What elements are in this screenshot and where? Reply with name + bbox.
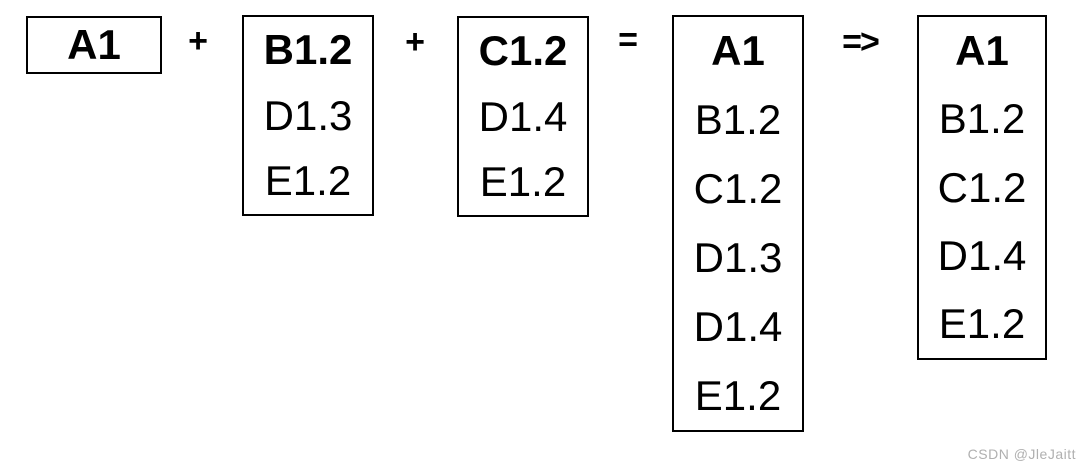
operand-box-c: C1.2 D1.4 E1.2 <box>457 16 589 217</box>
box-item: E1.2 <box>694 371 782 419</box>
equals-operator: = <box>618 21 638 59</box>
merged-box: A1 B1.2 C1.2 D1.3 D1.4 E1.2 <box>672 15 804 432</box>
box-item: D1.3 <box>693 233 783 281</box>
plus-operator-2: + <box>405 23 425 61</box>
box-item: D1.4 <box>693 302 783 350</box>
box-item: B1.2 <box>694 96 782 144</box>
box-item: B1.2 <box>938 95 1026 143</box>
box-item: A1 <box>955 27 1009 75</box>
box-item: A1 <box>711 27 765 75</box>
operand-box-a1: A1 <box>26 16 162 74</box>
box-item: C1.2 <box>937 163 1027 211</box>
box-item: D1.4 <box>478 92 568 140</box>
plus-operator-1: + <box>188 22 208 60</box>
box-item: C1.2 <box>693 165 783 213</box>
box-item: E1.2 <box>479 158 567 206</box>
box-item: A1 <box>67 21 121 68</box>
implies-arrow-operator: => <box>842 23 880 61</box>
operand-box-b: B1.2 D1.3 E1.2 <box>242 15 374 216</box>
box-item: B1.2 <box>263 25 353 73</box>
box-item: D1.4 <box>937 231 1027 279</box>
box-item: E1.2 <box>938 299 1026 347</box>
box-item: E1.2 <box>264 157 352 205</box>
box-item: D1.3 <box>263 91 353 139</box>
csdn-watermark: CSDN @JleJaitt <box>967 446 1076 462</box>
result-box: A1 B1.2 C1.2 D1.4 E1.2 <box>917 15 1047 360</box>
box-item: C1.2 <box>478 26 568 74</box>
